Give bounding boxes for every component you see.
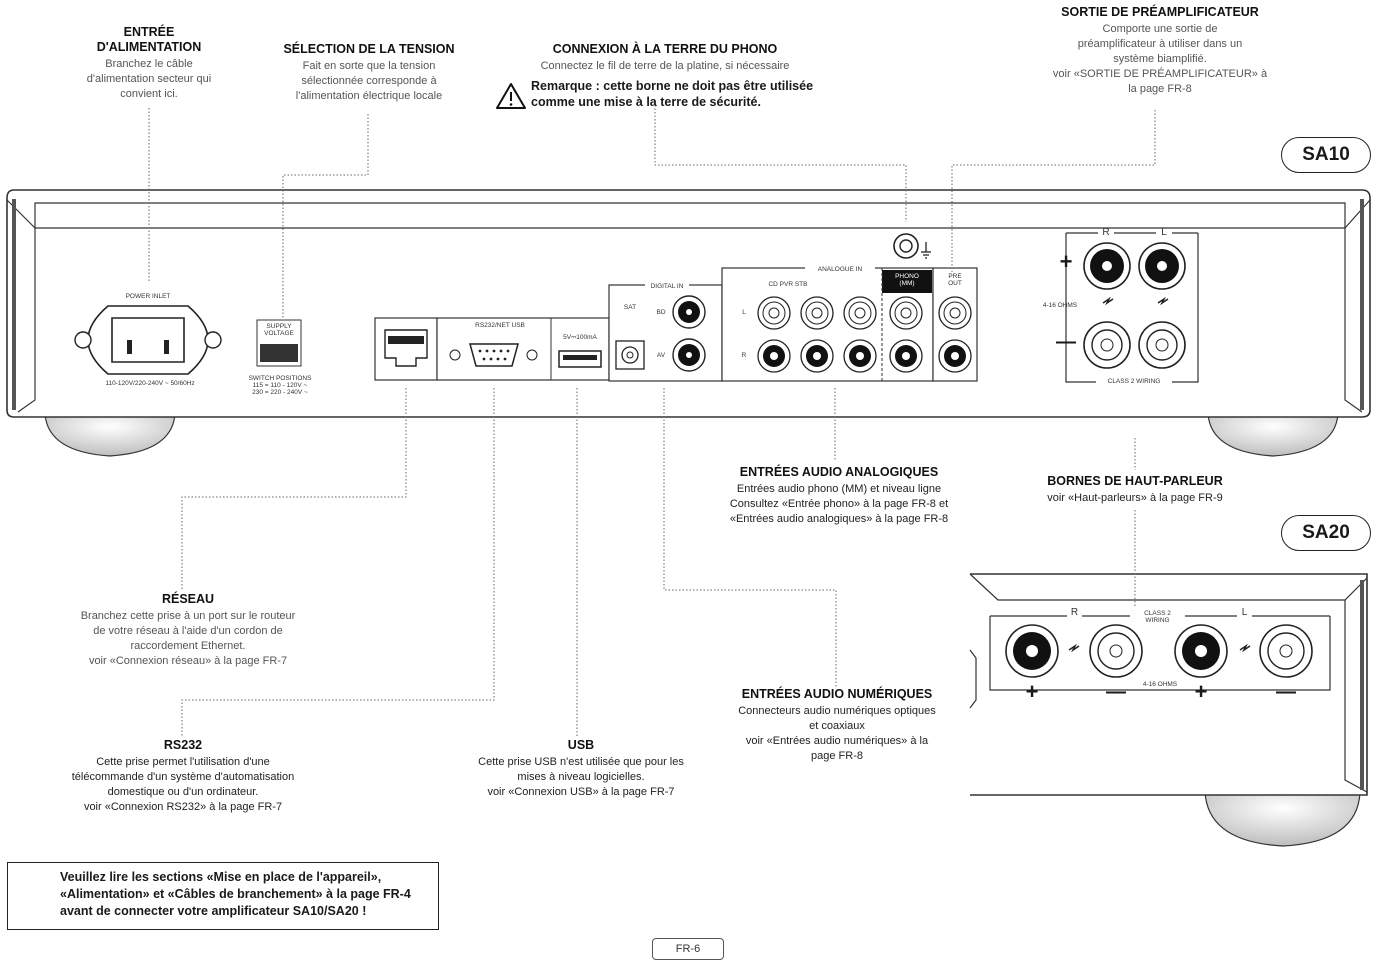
- callout-title: SORTIE DE PRÉAMPLIFICATEUR: [1061, 5, 1259, 19]
- power-inlet-socket: [74, 305, 222, 375]
- callout-body: Cette prise USB n'est utilisée que pour …: [478, 756, 684, 798]
- callout-body: Fait en sorte que la tension sélectionné…: [295, 60, 443, 102]
- callout-body: Cette prise permet l'utilisation d'une t…: [71, 756, 295, 813]
- callout-title: RS232: [163, 738, 203, 752]
- sa20-plus-2: +: [1194, 679, 1208, 704]
- label-power-inlet: POWER INLET: [125, 293, 171, 300]
- callout-title: D'ALIMENTATION: [96, 40, 202, 54]
- callout-title: USB: [567, 738, 595, 752]
- label-speaker-minus: —: [1056, 331, 1076, 353]
- coax-input-bd: [672, 295, 706, 329]
- callout-body: voir «Haut-parleurs» à la page FR-9: [1047, 492, 1223, 504]
- coax-input-av: [672, 338, 706, 372]
- callout-pre-out: SORTIE DE PRÉAMPLIFICATEUR Comporte une …: [1030, 5, 1290, 97]
- callout-title: ENTRÉES AUDIO NUMÉRIQUES: [741, 687, 933, 701]
- callout-digital-inputs: ENTRÉES AUDIO NUMÉRIQUES Connecteurs aud…: [706, 687, 968, 764]
- label-phono-mm: PHONO (MM): [895, 273, 919, 287]
- warning-text: Veuillez lire les sections «Mise en plac…: [60, 870, 411, 918]
- label-right-channel: R: [741, 352, 747, 359]
- optical-input-sat: [615, 340, 645, 370]
- model-badge-sa20: SA20: [1281, 515, 1371, 551]
- callout-phono-ground: CONNEXION À LA TERRE DU PHONO Connectez …: [500, 42, 830, 74]
- callout-title: ENTRÉES AUDIO ANALOGIQUES: [739, 465, 939, 479]
- warning-triangle-icon: [496, 83, 526, 109]
- foot-left: [44, 413, 176, 457]
- foot-right: [1207, 413, 1339, 457]
- rca-left-row: [757, 296, 972, 330]
- callout-network: RÉSEAU Branchez cette prise à un port su…: [40, 592, 336, 669]
- ethernet-port: [374, 317, 438, 381]
- voltage-switch: [256, 319, 302, 367]
- label-power-rating: 110-120V/220-240V ~ 50/60Hz: [105, 380, 195, 387]
- sa20-minus-1: —: [1106, 681, 1126, 703]
- callout-body: Branchez le câble d'alimentation secteur…: [86, 58, 212, 100]
- label-ohms: 4-16 OHMS: [1042, 302, 1078, 309]
- label-sat: SAT: [623, 304, 637, 311]
- usb-port: [558, 350, 602, 368]
- warning-box: Veuillez lire les sections «Mise en plac…: [7, 862, 439, 930]
- rs232-port: [449, 343, 538, 367]
- label-bd: BD: [656, 309, 666, 316]
- label-speaker-r: R: [1102, 227, 1110, 238]
- sa20-foot: [1204, 791, 1361, 847]
- label-cd-pvr-stb: CD PVR STB: [768, 281, 808, 288]
- label-switch-positions: SWITCH POSITIONS 115 = 110 - 120V ~ 230 …: [248, 375, 312, 396]
- sa20-label-class2: CLASS 2 WIRING: [1144, 610, 1171, 624]
- label-left-channel: L: [742, 309, 746, 316]
- callout-title: SÉLECTION DE LA TENSION: [283, 42, 455, 56]
- callout-title: RÉSEAU: [161, 592, 215, 606]
- label-analogue-in: ANALOGUE IN: [805, 266, 875, 273]
- sa20-label-ohms: 4-16 OHMS: [1142, 681, 1178, 688]
- label-usb-rating: 5V⎓100mA: [563, 334, 597, 341]
- label-rs232-usb: RS232/NET USB: [475, 322, 525, 329]
- callout-title: CONNEXION À LA TERRE DU PHONO: [552, 42, 778, 56]
- callout-usb: USB Cette prise USB n'est utilisée que p…: [450, 738, 712, 800]
- label-digital-in: DIGITAL IN: [645, 283, 689, 290]
- label-supply-voltage: SUPPLY VOLTAGE: [264, 323, 294, 337]
- callout-rs232: RS232 Cette prise permet l'utilisation d…: [38, 738, 328, 815]
- callout-title: BORNES DE HAUT-PARLEUR: [1047, 474, 1223, 488]
- label-pre-out: PRE OUT: [948, 273, 962, 287]
- callout-voltage: SÉLECTION DE LA TENSION Fait en sorte qu…: [258, 42, 480, 104]
- sa20-chassis: [969, 573, 1368, 796]
- callout-body: Entrées audio phono (MM) et niveau ligne…: [729, 483, 949, 525]
- rca-right-row: [757, 339, 972, 373]
- leader-lines: [148, 105, 1156, 737]
- model-badge-sa10: SA10: [1281, 137, 1371, 173]
- callout-analog-inputs: ENTRÉES AUDIO ANALOGIQUES Entrées audio …: [705, 465, 973, 527]
- sa20-label-l: L: [1237, 608, 1252, 618]
- callout-body: Comporte une sortie de préamplificateur …: [1052, 23, 1268, 95]
- page-number: FR-6: [652, 938, 724, 960]
- callout-speaker-terminals: BORNES DE HAUT-PARLEUR voir «Haut-parleu…: [1020, 474, 1250, 506]
- label-speaker-plus: +: [1059, 249, 1073, 274]
- callout-title: ENTRÉE: [123, 25, 175, 39]
- sa20-label-r: R: [1067, 608, 1082, 618]
- callout-body: Connecteurs audio numériques optiques et…: [738, 705, 936, 762]
- ground-remark: Remarque : cette borne ne doit pas être …: [531, 79, 814, 109]
- label-class2: CLASS 2 WIRING: [1096, 378, 1172, 385]
- label-av: AV: [656, 352, 666, 359]
- sa20-minus-2: —: [1276, 681, 1296, 703]
- sa20-plus-1: +: [1025, 679, 1039, 704]
- callout-body: Branchez cette prise à un port sur le ro…: [80, 610, 296, 667]
- label-speaker-l: L: [1161, 227, 1167, 238]
- ground-terminal: [893, 233, 931, 259]
- callout-power-inlet: ENTRÉE D'ALIMENTATION Branchez le câble …: [54, 25, 244, 102]
- speaker-terminals-sa10: [1065, 232, 1199, 383]
- callout-body: Connectez le fil de terre de la platine,…: [540, 60, 790, 72]
